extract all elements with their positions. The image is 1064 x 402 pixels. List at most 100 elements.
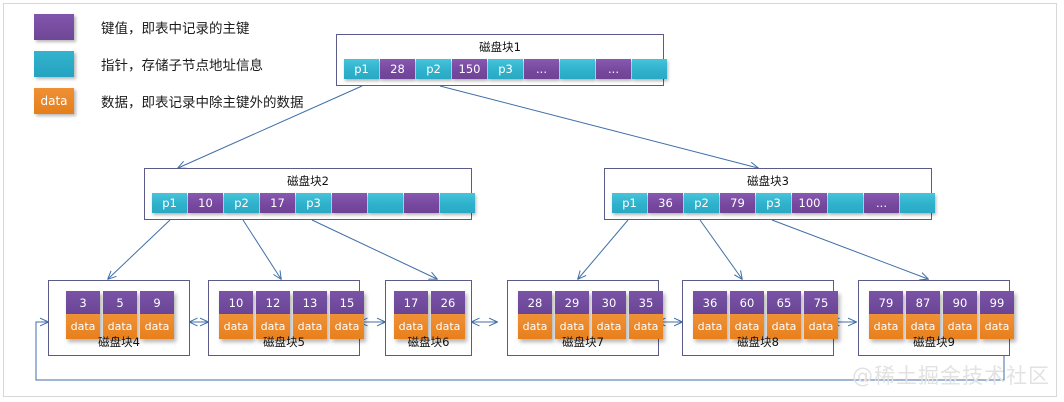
leaf-data: data	[293, 314, 327, 339]
cell-pointer-7[interactable]	[368, 193, 403, 213]
cell-key-8[interactable]	[404, 193, 439, 213]
cell-key-4[interactable]: 79	[720, 193, 755, 213]
leaf-title-6: 磁盘块6	[407, 335, 450, 349]
cell-pointer-5[interactable]: p3	[488, 59, 523, 79]
legend-swatch-key	[34, 14, 74, 40]
cell-pointer-3[interactable]: p2	[416, 59, 451, 79]
legend-label-key: 键值，即表中记录的主键	[101, 21, 250, 37]
cell-key-6[interactable]: 100	[792, 193, 827, 213]
cell-key-6[interactable]: ...	[524, 59, 559, 79]
cell-key-2[interactable]: 28	[380, 59, 415, 79]
cell-pointer-3[interactable]: p2	[684, 193, 719, 213]
cell-pointer-5[interactable]: p3	[756, 193, 791, 213]
cell-pointer-1[interactable]: p1	[612, 193, 647, 213]
cell-pointer-5[interactable]: p3	[296, 193, 331, 213]
leaf-data: data	[906, 314, 940, 339]
leaf-data: data	[555, 314, 589, 339]
leaf-key: 10	[219, 291, 253, 314]
leaf-data: data	[518, 314, 552, 339]
node-title-1: 磁盘块1	[479, 40, 521, 54]
leaf-title-4: 磁盘块4	[98, 335, 140, 349]
cell-pointer-9[interactable]	[900, 193, 935, 213]
leaf-data: data	[767, 314, 801, 339]
leaf-key: 9	[140, 291, 174, 314]
cell-pointer-7[interactable]	[828, 193, 863, 213]
leaf-data: data	[140, 314, 174, 339]
cell-pointer-1[interactable]: p1	[344, 59, 379, 79]
cell-pointer-1[interactable]: p1	[152, 193, 187, 213]
cell-pointer-3[interactable]: p2	[224, 193, 259, 213]
cell-key-2[interactable]: 10	[188, 193, 223, 213]
cell-pointer-9[interactable]	[440, 193, 475, 213]
cell-pointer-7[interactable]	[560, 59, 595, 79]
leaf-data: data	[219, 314, 253, 339]
leaf-data: data	[629, 314, 663, 339]
leaf-data: data	[103, 314, 137, 339]
leaf-data: data	[980, 314, 1014, 339]
leaf-key: 17	[394, 291, 428, 314]
leaf-data: data	[256, 314, 290, 339]
watermark: @稀土掘金技术社区	[852, 364, 1050, 388]
cell-key-8[interactable]: ...	[864, 193, 899, 213]
cell-key-8[interactable]: ...	[596, 59, 631, 79]
leaf-title-9: 磁盘块9	[913, 335, 955, 349]
leaf-title-5: 磁盘块5	[263, 335, 305, 349]
cell-key-4[interactable]: 17	[260, 193, 295, 213]
cell-key-6[interactable]	[332, 193, 367, 213]
leaf-data: data	[394, 314, 428, 339]
leaf-key: 29	[555, 291, 589, 314]
cell-pointer-9[interactable]	[632, 59, 667, 79]
legend-item-data: data 数据，即表记录中除主键外的数据	[34, 88, 304, 114]
leaf-data: data	[693, 314, 727, 339]
leaf-key: 99	[980, 291, 1014, 314]
leaf-key: 87	[906, 291, 940, 314]
leaf-key: 65	[767, 291, 801, 314]
legend-item-pointer: 指针，存储子节点地址信息	[34, 51, 263, 77]
leaf-key: 36	[693, 291, 727, 314]
legend-swatch-data: data	[34, 88, 74, 114]
leaf-key: 28	[518, 291, 552, 314]
leaf-title-7: 磁盘块7	[562, 335, 604, 349]
leaf-key: 26	[431, 291, 465, 314]
leaf-title-8: 磁盘块8	[737, 335, 779, 349]
cell-key-2[interactable]: 36	[648, 193, 683, 213]
cell-key-4[interactable]: 150	[452, 59, 487, 79]
